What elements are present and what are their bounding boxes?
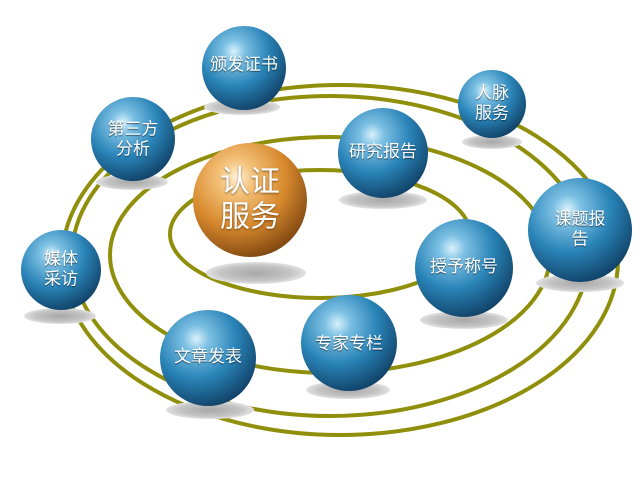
shadow-center: [206, 262, 306, 284]
sphere-center: [193, 143, 307, 257]
shadow-grant-title: [420, 311, 508, 329]
sphere-network-services: [458, 70, 526, 138]
shadow-third-party-analysis: [96, 174, 168, 190]
sphere-media-interview: [21, 230, 101, 310]
shadow-article-publishing: [166, 401, 254, 419]
shadow-project-report: [536, 274, 624, 292]
sphere-shadows: [24, 99, 624, 419]
sphere-article-publishing: [160, 310, 256, 406]
sphere-certificate: [202, 26, 286, 110]
sphere-expert-column: [301, 295, 397, 391]
sphere-project-report: [528, 178, 632, 282]
sphere-grant-title: [415, 219, 513, 317]
shadow-media-interview: [24, 308, 96, 324]
shadow-network-services: [462, 135, 522, 149]
sphere-third-party-analysis: [91, 97, 175, 181]
sphere-research-report: [338, 108, 428, 198]
spheres: [21, 26, 632, 406]
shadow-research-report: [339, 191, 427, 209]
